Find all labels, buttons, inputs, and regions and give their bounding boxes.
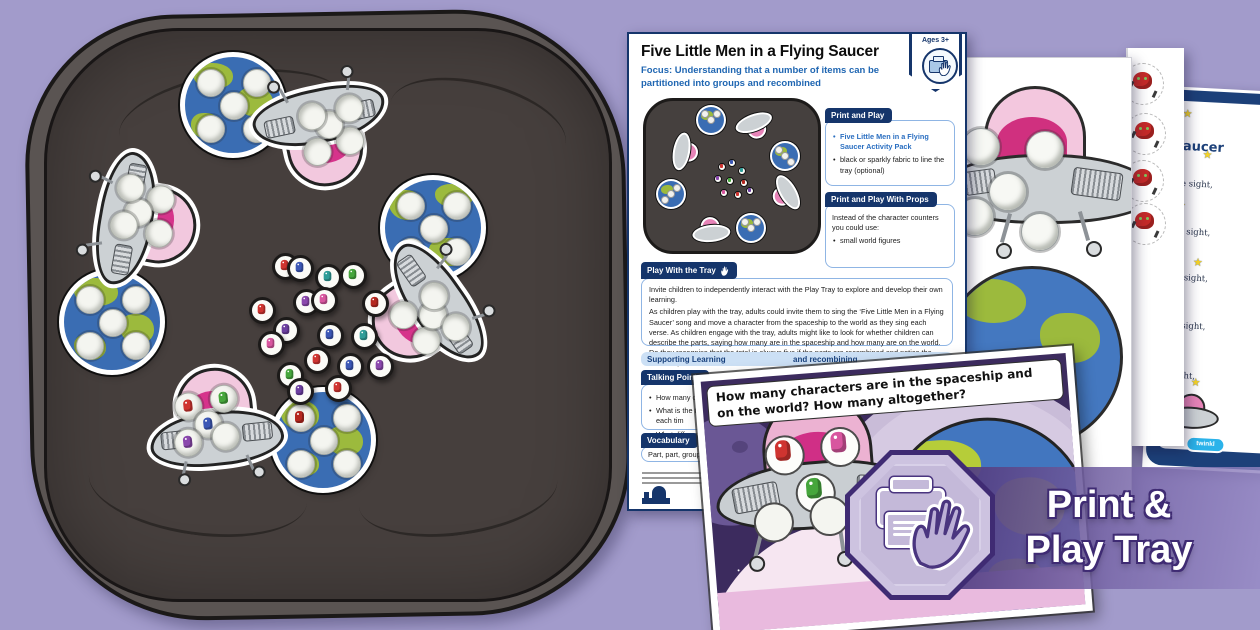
counter (249, 297, 276, 324)
supporting-learning-label: Supporting Learning (647, 355, 726, 364)
earth-counter-mat (64, 274, 160, 370)
print-and-play-badge (845, 450, 995, 600)
counter (258, 331, 285, 358)
counter (325, 375, 352, 402)
hand-icon (721, 266, 728, 276)
song-line: e sight, (1180, 178, 1214, 191)
counter (340, 262, 367, 289)
publisher-logo (642, 486, 672, 506)
props-box: Instead of the character counters you co… (825, 204, 955, 268)
monster-counter (1128, 160, 1164, 202)
props-intro: Instead of the character counters you co… (832, 213, 939, 233)
activity-guide-page: Five Little Men in a Flying Saucer Focus… (627, 32, 967, 511)
hand-icon (909, 496, 974, 572)
talking-point: How many characte (648, 393, 764, 403)
twinkl-logo: twinkl (1185, 435, 1226, 454)
song-title-fragment: aucer (1182, 138, 1225, 157)
play-paragraph-1: Invite children to independently interac… (649, 285, 943, 305)
vocabulary-heading: Vocabulary (641, 433, 698, 448)
counter (304, 347, 331, 374)
heading-label: Print and Play With Props (831, 195, 929, 204)
earth-counter-mat (185, 57, 281, 153)
props-item: small world figures (832, 236, 948, 246)
counter (287, 255, 314, 282)
print-and-play-box: Five Little Men in a Flying Saucer Activ… (825, 120, 955, 186)
monster-counter (1128, 113, 1166, 155)
flying-saucer-counter-mat (143, 361, 287, 487)
tray-thumbnail (643, 98, 821, 254)
play-with-tray-heading: Play With the Tray (641, 262, 737, 279)
monster-counter (1128, 203, 1166, 245)
supporting-learning-fragment: and recombining (793, 355, 858, 364)
flying-saucer-counter-mat (74, 147, 208, 293)
heading-label: Talking Points (647, 373, 702, 382)
counter (362, 290, 389, 317)
vocabulary-text: Part, part, group, wh (648, 450, 715, 459)
banner-line-2: Play Tray (1025, 529, 1193, 571)
heading-label: Print and Play (831, 111, 885, 120)
earth-counter-mat (275, 392, 371, 488)
heading-label: Play With the Tray (647, 266, 716, 275)
counter (367, 353, 394, 380)
play-with-tray-box: Invite children to independently interac… (641, 278, 953, 367)
product-type-banner: Print & Play Tray (958, 467, 1260, 589)
print-and-play-badge-icon (922, 48, 958, 84)
counter (317, 322, 344, 349)
talking-points-heading: Talking Points (641, 370, 710, 385)
play-tray-illustration (22, 6, 634, 624)
banner-line-1: Print & (1046, 484, 1172, 527)
star-icon: ★ (1192, 256, 1204, 270)
monster-counter (1128, 63, 1164, 105)
ages-badge: Ages 3+ (909, 34, 962, 92)
heading-label: Vocabulary (647, 436, 690, 445)
materials-item: black or sparkly fabric to line the tray… (832, 155, 948, 175)
counter-cutout-strip (1126, 48, 1184, 446)
activity-pack-link: Five Little Men in a Flying Saucer Activ… (832, 132, 948, 152)
focus-statement: Focus: Understanding that a number of it… (641, 65, 880, 89)
counter (315, 264, 342, 291)
print-and-play-props-heading: Print and Play With Props (825, 192, 937, 207)
counter (287, 378, 314, 405)
print-and-play-heading: Print and Play (825, 108, 893, 123)
counter (311, 287, 338, 314)
page-title: Five Little Men in a Flying Saucer (641, 43, 879, 60)
counter (351, 323, 378, 350)
ages-badge-label: Ages 3+ (921, 37, 950, 44)
hand-icon (938, 60, 951, 76)
